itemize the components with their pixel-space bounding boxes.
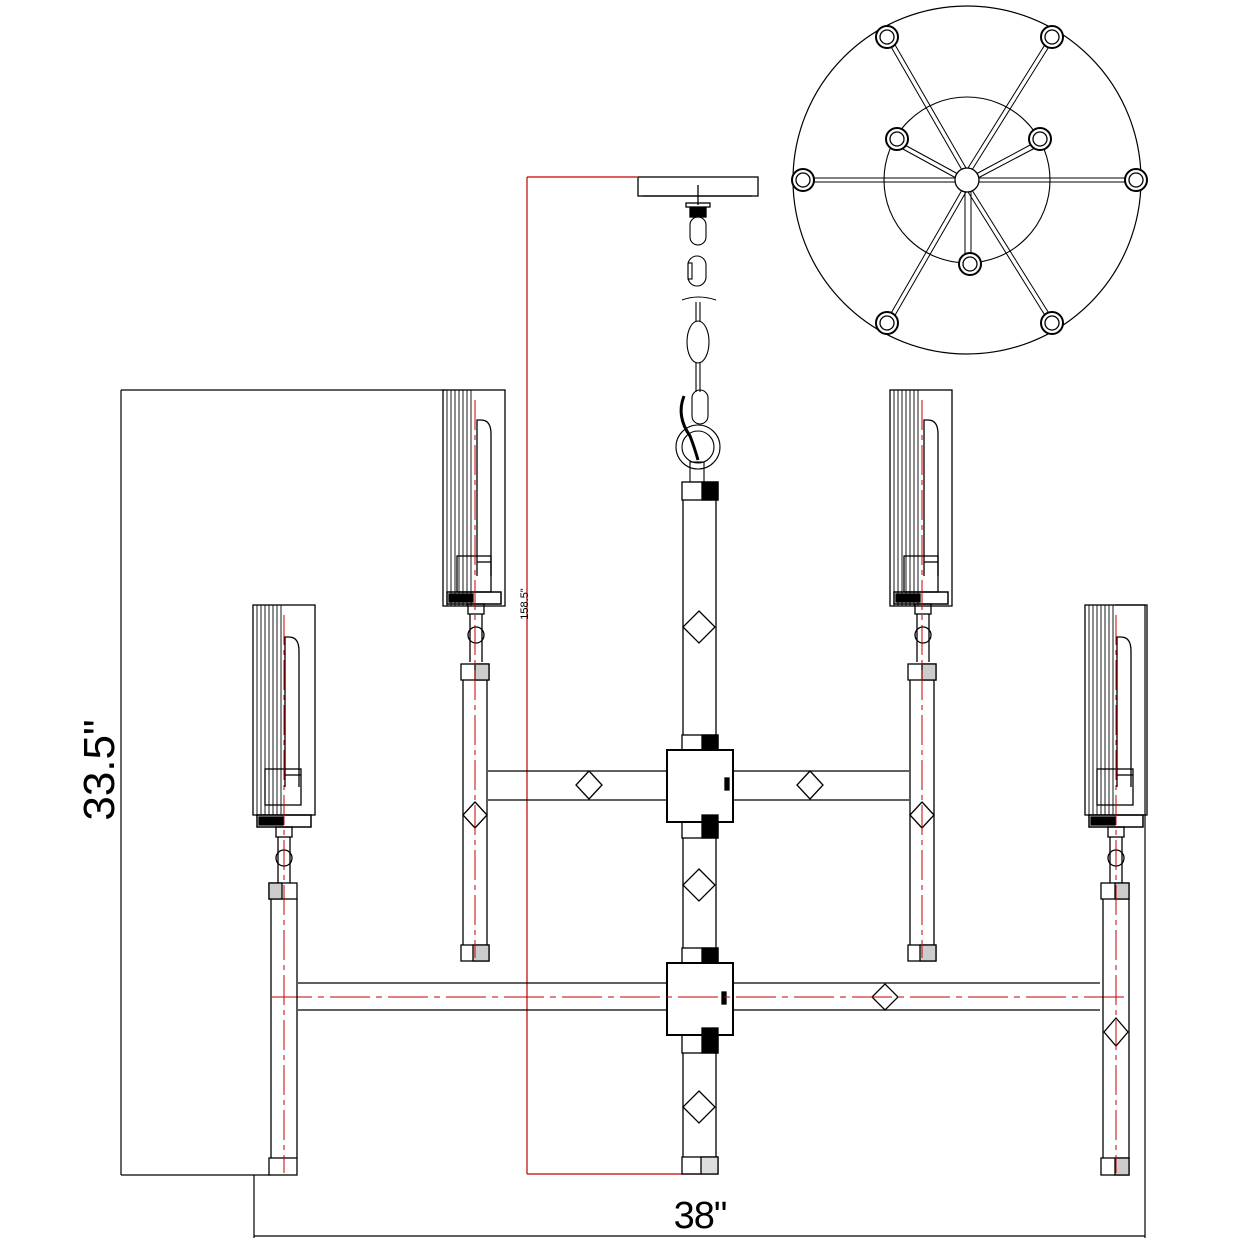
lamp-upper-left [442, 389, 506, 962]
canopy [637, 176, 759, 218]
plan-socket-icons [791, 25, 1148, 335]
chain-length-bracket [526, 176, 700, 1175]
max-hang-dimension-label: 158.5" [519, 588, 531, 620]
width-dimension-label: 38" [673, 1195, 728, 1237]
chain [675, 216, 721, 483]
central-column [666, 481, 734, 1175]
lamp-lower-right [1084, 604, 1148, 1176]
height-dimension-label: 33.5" [75, 719, 124, 821]
lower-arms [272, 982, 1128, 1011]
top-plan-view [791, 5, 1148, 355]
lamp-lower-left [252, 604, 316, 1176]
lamp-upper-right [889, 389, 953, 962]
upper-arms [488, 770, 909, 801]
dimension-lines [120, 389, 1146, 1238]
